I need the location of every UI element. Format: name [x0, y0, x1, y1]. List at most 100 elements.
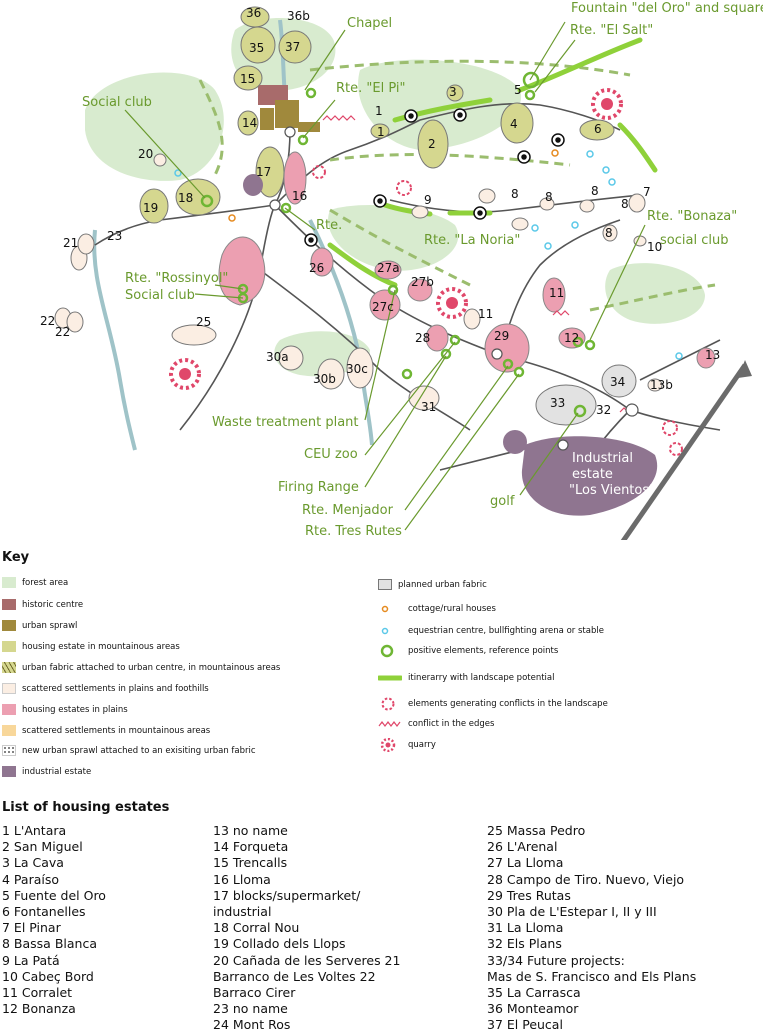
- key-label: new urban sprawl attached to an exisitin…: [22, 745, 256, 756]
- estate-number: 13b: [650, 378, 673, 392]
- list-item: 31 La Lloma: [487, 920, 564, 936]
- land-use-map: 11234567888889101111121313b1415161718192…: [40, 1, 763, 540]
- key-cottage: cottage/rural houses: [378, 602, 496, 616]
- key-new-sprawl: new urban sprawl attached to an exisitin…: [2, 745, 256, 756]
- key-label: housing estate in mountainous areas: [22, 641, 180, 652]
- list-item: 26 L'Arenal: [487, 839, 558, 855]
- industrial-small: [503, 430, 527, 454]
- planned-34: [601, 364, 637, 398]
- estate-number: 22: [40, 314, 55, 328]
- key-itinerary: itinerarry with landscape potential: [378, 671, 554, 685]
- estate-number: 25: [196, 315, 211, 329]
- label-rte-la-noria: Rte. "La Noria": [424, 233, 520, 248]
- estate-number: 6: [594, 122, 602, 136]
- equestrian-icon: [381, 627, 389, 635]
- estate-number: 33: [550, 396, 565, 410]
- intersections: [269, 126, 639, 451]
- estate-number: 13: [705, 348, 720, 362]
- estate-number: 27c: [372, 300, 394, 314]
- label-chapel: Chapel: [347, 16, 392, 31]
- key-label: conflict in the edges: [408, 719, 495, 729]
- label-golf: golf: [490, 494, 515, 509]
- key-title: Key: [2, 550, 30, 565]
- estate-number: 31: [421, 400, 436, 414]
- key-label: scattered settlements in plains and foot…: [22, 683, 209, 694]
- key-sprawl: urban sprawl: [2, 620, 77, 631]
- list-item: 2 San Miguel: [2, 839, 83, 855]
- label-rte-tres-rutes: Rte. Tres Rutes: [305, 524, 402, 539]
- key-quarry: quarry: [378, 738, 436, 752]
- label-industrial-1: Industrial: [572, 451, 633, 466]
- key-industrial: industrial estate: [2, 766, 91, 777]
- key-edge-conflict: conflict in the edges: [378, 717, 494, 731]
- housing-plains-swatch: [2, 704, 16, 715]
- urban-sprawl-c: [298, 122, 320, 132]
- list-item: 27 La Lloma: [487, 855, 564, 871]
- list-item: 35 La Carrasca: [487, 985, 581, 1001]
- list-item: 3 La Cava: [2, 855, 64, 871]
- key-housing-plains: housing estates in plains: [2, 704, 128, 715]
- list-item: 18 Corral Nou: [213, 920, 300, 936]
- list-item: 24 Mont Ros: [213, 1017, 291, 1033]
- scattered-settlements: [54, 153, 663, 411]
- list-item: 8 Bassa Blanca: [2, 936, 97, 952]
- mountain-estates: [139, 6, 615, 224]
- cottages: [228, 149, 559, 222]
- list-item: Barranco de Les Voltes 22: [213, 968, 376, 984]
- estate-number: 32: [596, 403, 611, 417]
- estate-number: 30b: [313, 372, 336, 386]
- key-label: planned urban fabric: [398, 579, 487, 590]
- label-fountain: Fountain "del Oro" and square: [571, 1, 763, 16]
- sprawl-swatch: [2, 620, 16, 631]
- estate-number: 27b: [411, 275, 434, 289]
- urban-fabric-swatch: [2, 662, 16, 673]
- estate-number: 35: [249, 41, 264, 55]
- estate-number: 34: [610, 375, 625, 389]
- planned-33: [535, 384, 597, 426]
- list-item: industrial: [213, 904, 272, 920]
- estate-number: 8: [621, 197, 629, 211]
- list-item: 30 Pla de L'Estepar I, II y III: [487, 904, 657, 920]
- estate-number: 1: [375, 104, 383, 118]
- highway: [620, 363, 748, 540]
- label-rte-rossinyol: Rte. "Rossinyol": [125, 271, 228, 286]
- estate-number: 2: [428, 137, 436, 151]
- estate-number: 11: [549, 286, 564, 300]
- list-title: List of housing estates: [2, 800, 170, 815]
- list-item: 17 blocks/supermarket/: [213, 887, 361, 903]
- list-item: Barraco Cirer: [213, 985, 296, 1001]
- list-item: 28 Campo de Tiro. Nuevo, Viejo: [487, 871, 685, 887]
- viewpoints: [304, 108, 565, 247]
- key-label: scattered settlements in mountainous are…: [22, 725, 211, 736]
- estate-number: 8: [591, 184, 599, 198]
- key-label: housing estates in plains: [22, 704, 128, 715]
- list-item: 23 no name: [213, 1001, 288, 1017]
- key-label: urban fabric attached to urban centre, i…: [22, 662, 281, 673]
- estate-number: 20: [138, 147, 153, 161]
- estate-number: 10: [647, 240, 662, 254]
- estate-number: 8: [511, 187, 519, 201]
- estate-number: 37: [285, 40, 300, 54]
- key-conflict: elements generating conflicts in the lan…: [378, 697, 608, 711]
- positive-elements: [200, 71, 596, 418]
- key-label: forest area: [22, 577, 69, 588]
- label-rte: Rte.: [316, 218, 342, 233]
- river: [92, 229, 137, 451]
- key-label: positive elements, reference points: [408, 646, 559, 656]
- key-label: elements generating conflicts in the lan…: [408, 699, 608, 709]
- list-item: 20 Cañada de les Serveres 21: [213, 952, 401, 968]
- key-label: industrial estate: [22, 766, 92, 777]
- cottage-icon: [381, 605, 389, 613]
- list-item: 11 Corralet: [2, 985, 73, 1001]
- industrial-17: [243, 174, 263, 196]
- positive-element-icon: [380, 644, 394, 658]
- estate-number: 19: [143, 201, 158, 215]
- new-sprawl-swatch: [2, 745, 16, 756]
- zigzag-icon: [378, 721, 401, 727]
- key-planned: planned urban fabric: [378, 579, 487, 590]
- estate-number: 7: [643, 185, 651, 199]
- estate-number: 29: [494, 329, 509, 343]
